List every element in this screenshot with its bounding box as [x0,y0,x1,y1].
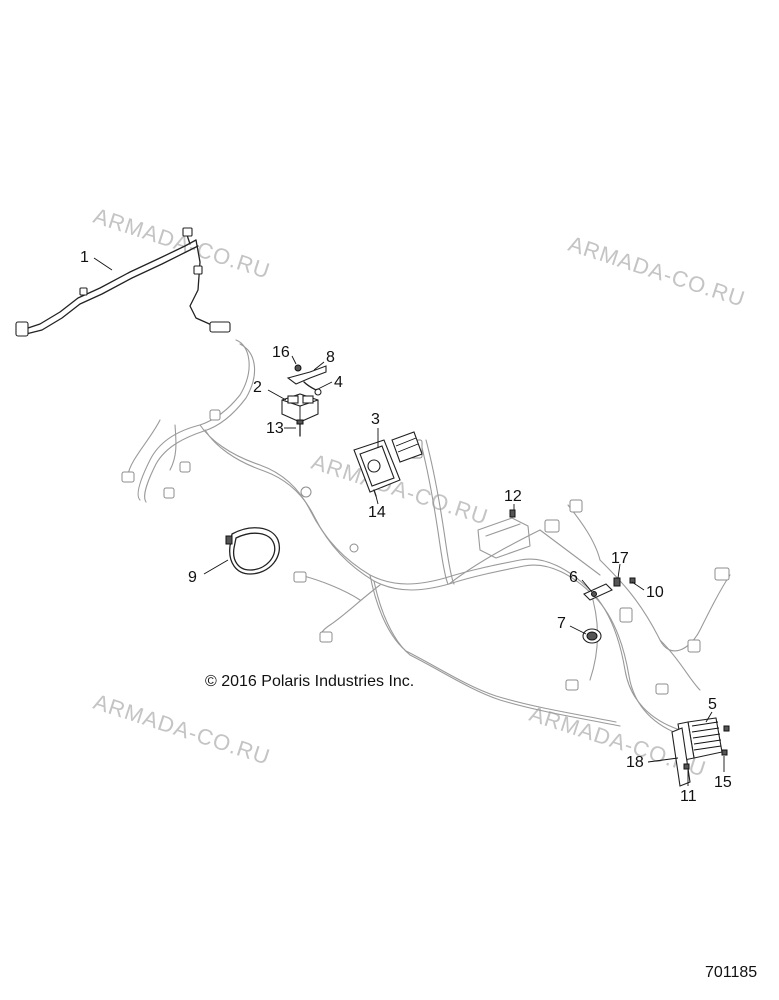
regulator-part-5 [671,717,730,787]
strap-part-9 [225,527,280,575]
callout-14: 14 [368,504,386,521]
callout-3: 3 [371,411,380,428]
bolt-part-13 [296,419,304,437]
document-number: 701185 [705,964,757,981]
callout-7: 7 [557,615,566,632]
copyright-notice: © 2016 Polaris Industries Inc. [205,673,414,690]
fuse-box [477,509,531,559]
callout-4: 4 [334,374,343,391]
leader-lines [93,257,725,786]
grommet-part-7 [582,628,602,644]
upper-wire-harness [15,227,231,337]
watermarks: ARMADA-CO.RU ARMADA-CO.RU ARMADA-CO.RU A… [90,203,748,782]
callout-11: 11 [680,788,697,805]
watermark-top-right: ARMADA-CO.RU [565,231,748,312]
main-wire-harness [121,339,731,737]
bracket-part-6 [583,577,636,601]
ecu-part-3 [353,431,423,497]
callout-labels: 1 2 3 4 5 6 7 8 9 10 11 12 13 14 15 16 1… [80,249,732,805]
module-part-2 [281,393,319,423]
callout-10: 10 [646,584,664,601]
watermark-bottom-left: ARMADA-CO.RU [90,689,273,770]
callout-9: 9 [188,569,197,586]
callout-6: 6 [569,569,578,586]
watermark-top-left: ARMADA-CO.RU [90,203,273,284]
callout-8: 8 [326,349,335,366]
bracket-part-8 [286,364,327,396]
callout-5: 5 [708,696,717,713]
callout-12: 12 [504,488,522,505]
callout-13: 13 [266,420,284,437]
callout-17: 17 [611,550,629,567]
callout-18: 18 [626,754,644,771]
callout-15: 15 [714,774,732,791]
callout-16: 16 [272,344,290,361]
callout-2: 2 [253,379,262,396]
callout-1: 1 [80,249,89,266]
